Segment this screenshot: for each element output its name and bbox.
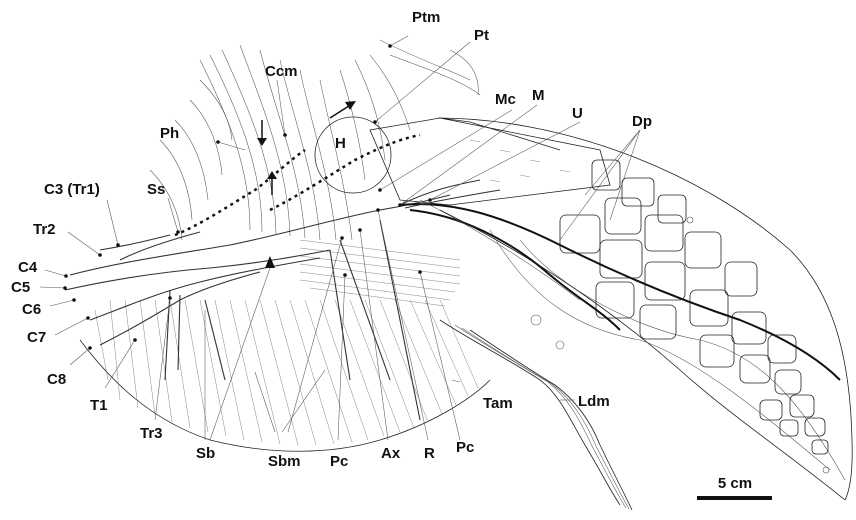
phalanges bbox=[531, 160, 829, 473]
label-r: R bbox=[424, 445, 435, 462]
label-m: M bbox=[532, 87, 545, 104]
label-c4: C4 bbox=[18, 259, 38, 276]
label-ptm: Ptm bbox=[412, 9, 440, 26]
label-t1: T1 bbox=[90, 397, 108, 414]
label-c3: C3 (Tr1) bbox=[44, 181, 100, 198]
leader-dots bbox=[63, 44, 432, 350]
label-pt: Pt bbox=[474, 27, 489, 44]
label-pc-right: Pc bbox=[456, 439, 474, 456]
median-ulnar-nerves bbox=[400, 180, 840, 380]
label-mc: Mc bbox=[495, 91, 516, 108]
label-ax: Ax bbox=[381, 445, 401, 462]
label-c8: C8 bbox=[47, 371, 66, 388]
label-sb: Sb bbox=[196, 445, 215, 462]
anatomy-labels: Ptm Pt Ccm Mc M U Dp Ph H C3 (Tr1) Ss Tr… bbox=[11, 9, 652, 470]
label-u: U bbox=[572, 105, 583, 122]
leader-lines bbox=[40, 36, 640, 440]
brachial-plexus bbox=[65, 195, 450, 420]
latissimus-band bbox=[440, 320, 632, 510]
flipper-outline bbox=[438, 118, 852, 500]
muscle-fibers bbox=[150, 40, 480, 240]
chest-hatching bbox=[300, 240, 460, 306]
label-ldm: Ldm bbox=[578, 393, 610, 410]
label-ss: Ss bbox=[147, 181, 165, 198]
label-dp: Dp bbox=[632, 113, 652, 130]
label-c6: C6 bbox=[22, 301, 41, 318]
label-tam: Tam bbox=[483, 395, 513, 412]
label-sbm: Sbm bbox=[268, 453, 301, 470]
label-tr3: Tr3 bbox=[140, 425, 163, 442]
label-c5: C5 bbox=[11, 279, 30, 296]
label-h: H bbox=[335, 135, 346, 152]
label-ccm: Ccm bbox=[265, 63, 298, 80]
humeral-head bbox=[175, 117, 420, 235]
label-c7: C7 bbox=[27, 329, 46, 346]
label-ph: Ph bbox=[160, 125, 179, 142]
scale-bar: 5 cm bbox=[697, 475, 772, 498]
scale-bar-label: 5 cm bbox=[718, 475, 752, 492]
label-pc-left: Pc bbox=[330, 453, 348, 470]
label-tr2: Tr2 bbox=[33, 221, 56, 238]
